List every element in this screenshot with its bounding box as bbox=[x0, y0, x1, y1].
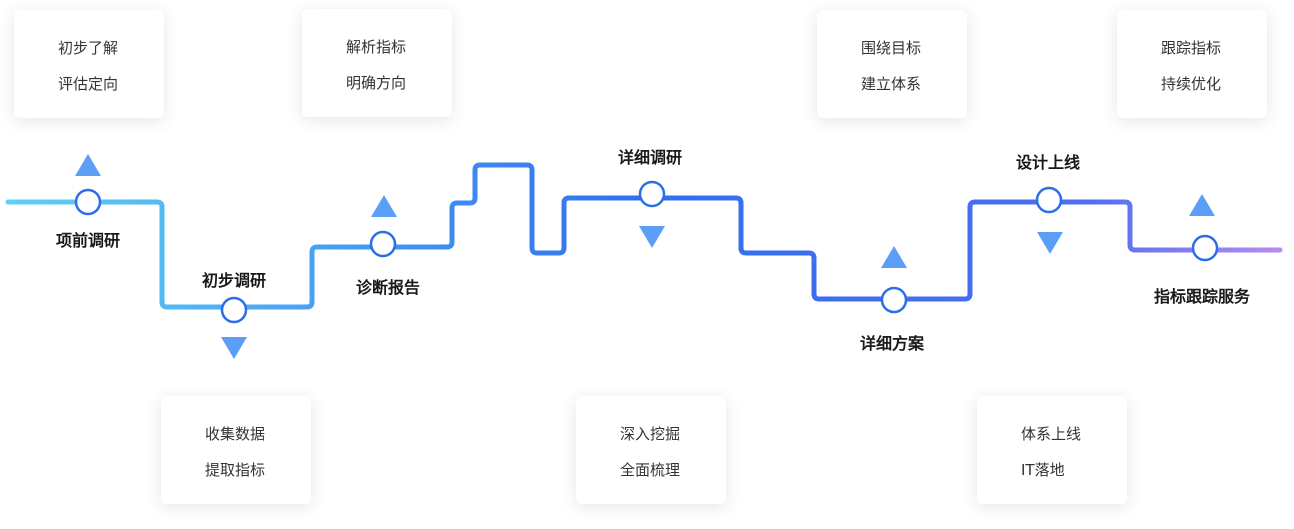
card-line: 评估定向 bbox=[58, 75, 119, 93]
stage-label-3: 诊断报告 bbox=[355, 278, 421, 297]
stage-label-4: 详细调研 bbox=[617, 148, 683, 167]
triangle-up-icon bbox=[881, 246, 907, 268]
card-line: 全面梳理 bbox=[620, 461, 681, 479]
card-line: 建立体系 bbox=[861, 75, 922, 93]
stage-node-3 bbox=[369, 230, 397, 258]
stage-nodes bbox=[74, 180, 1219, 324]
triangle-up-icon bbox=[1189, 194, 1215, 216]
stage-arrows bbox=[75, 154, 1215, 359]
stage-card-1: 初步了解评估定向 bbox=[14, 10, 164, 118]
stage-card-4: 深入挖掘全面梳理 bbox=[576, 396, 726, 504]
stage-card-6: 体系上线 IT落地 bbox=[977, 396, 1127, 504]
card-line: 提取指标 bbox=[205, 461, 266, 479]
stage-label-5: 详细方案 bbox=[859, 334, 925, 353]
card-line: 持续优化 bbox=[1161, 75, 1222, 93]
stage-label-6: 设计上线 bbox=[1015, 153, 1081, 172]
card-line: 深入挖掘 bbox=[620, 425, 681, 443]
triangle-down-icon bbox=[639, 226, 665, 248]
stage-label-1: 项前调研 bbox=[55, 231, 121, 250]
stage-node-6 bbox=[1035, 186, 1063, 214]
card-line: 解析指标 bbox=[346, 38, 407, 56]
triangle-down-icon bbox=[221, 337, 247, 359]
stage-node-1 bbox=[74, 188, 102, 216]
stage-node-4 bbox=[638, 180, 666, 208]
card-line: 明确方向 bbox=[346, 74, 407, 92]
card-line: 围绕目标 bbox=[861, 39, 922, 57]
stage-node-5 bbox=[880, 286, 908, 314]
process-path bbox=[5, 162, 1283, 310]
stage-label-7: 指标跟踪服务 bbox=[1153, 287, 1251, 306]
triangle-up-icon bbox=[75, 154, 101, 176]
stage-card-5: 围绕目标建立体系 bbox=[817, 10, 967, 118]
stage-node-2 bbox=[220, 296, 248, 324]
card-line: 初步了解 bbox=[58, 39, 119, 57]
card-line: 体系上线 bbox=[1021, 425, 1082, 443]
card-line: 收集数据 bbox=[205, 425, 266, 443]
card-line: 跟踪指标 bbox=[1161, 39, 1222, 57]
triangle-up-icon bbox=[371, 195, 397, 217]
stage-label-2: 初步调研 bbox=[201, 271, 267, 290]
card-line: IT落地 bbox=[1021, 461, 1065, 479]
stage-card-7: 跟踪指标持续优化 bbox=[1117, 10, 1267, 118]
stage-card-2: 收集数据提取指标 bbox=[161, 396, 311, 504]
stage-card-3: 解析指标明确方向 bbox=[302, 9, 452, 117]
triangle-down-icon bbox=[1037, 232, 1063, 254]
stage-node-7 bbox=[1191, 234, 1219, 262]
